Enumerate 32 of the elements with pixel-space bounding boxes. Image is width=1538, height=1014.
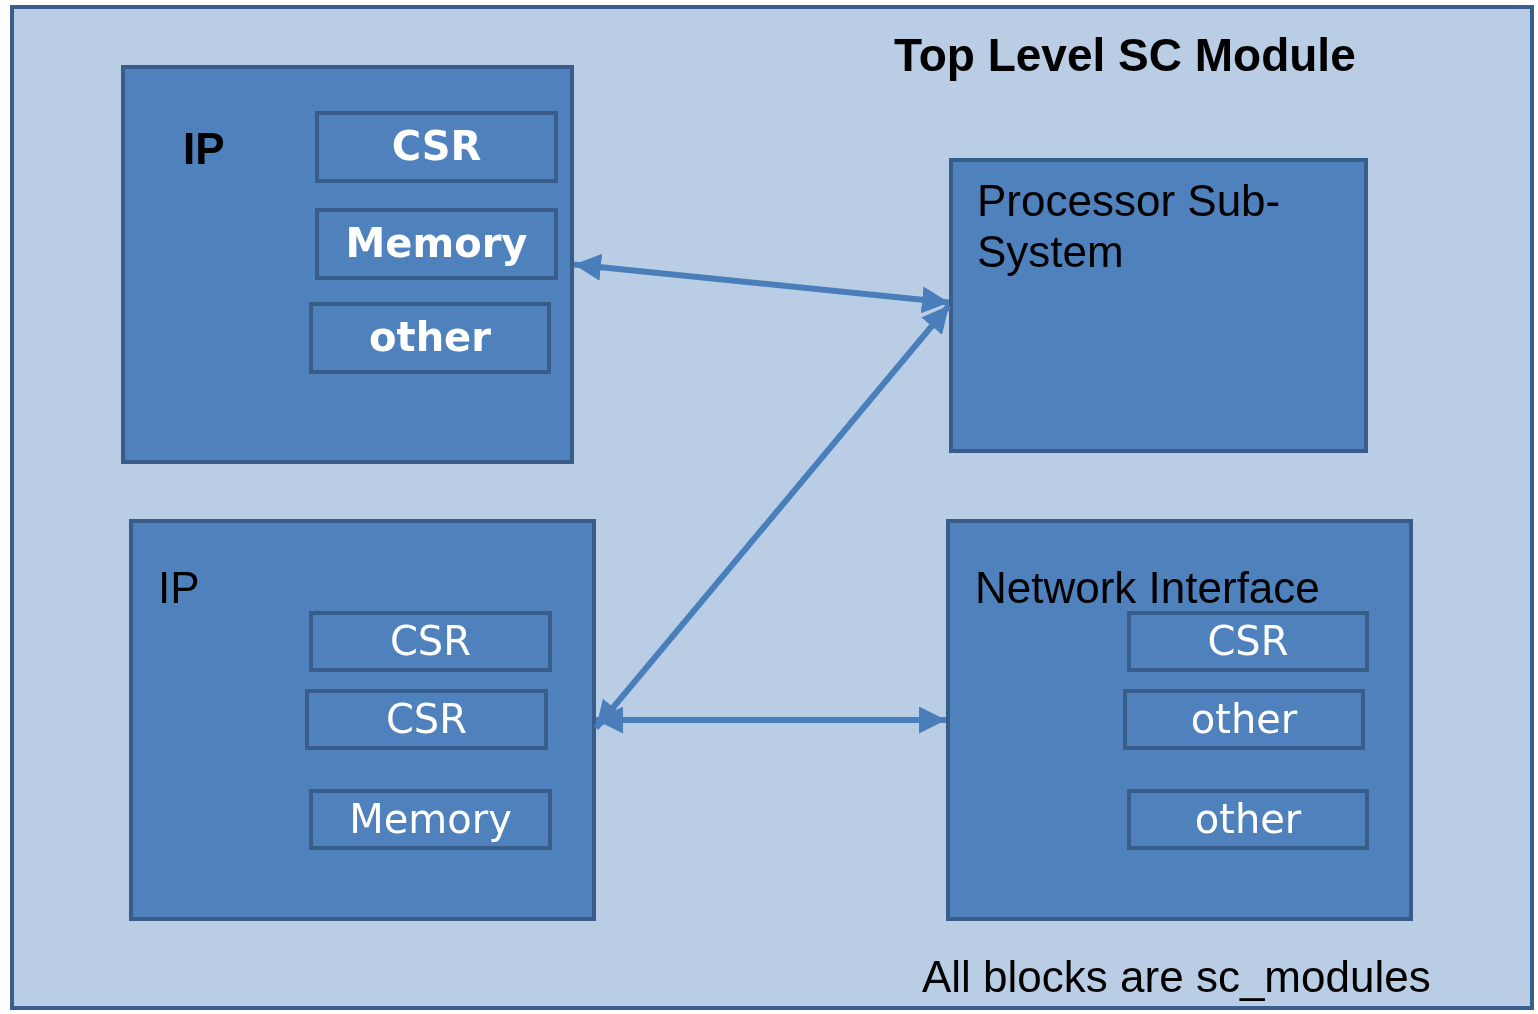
double-arrow [573, 253, 950, 314]
module-label: Network Interface [975, 563, 1320, 614]
module-box [946, 519, 1413, 921]
submodule-label: Memory [348, 795, 513, 842]
submodule-label: other [1193, 795, 1303, 842]
submodule-label: other [1189, 695, 1299, 742]
module-box [949, 158, 1368, 453]
module-box [305, 689, 548, 750]
module-box [1123, 689, 1365, 750]
submodule-label: other [368, 314, 492, 360]
double-arrow [593, 303, 952, 730]
module-box [315, 111, 558, 183]
module-label: IP [158, 563, 200, 614]
double-arrow [596, 706, 946, 734]
module-box [315, 208, 558, 280]
note: All blocks are sc_modules [922, 952, 1431, 1003]
module-box [309, 789, 552, 850]
submodule-label: CSR [1206, 617, 1290, 664]
module-label: Processor Sub-System [977, 176, 1282, 278]
module-box [121, 65, 574, 464]
module-label: IP [183, 124, 225, 175]
submodule-label: CSR [388, 617, 473, 664]
module-box [309, 611, 552, 672]
module-box [129, 519, 596, 921]
submodule-label: CSR [384, 695, 469, 742]
module-box [1127, 611, 1369, 672]
module-box [1127, 789, 1369, 850]
module-title: Top Level SC Module [894, 29, 1356, 82]
module-box [309, 302, 551, 374]
submodule-label: Memory [344, 220, 529, 266]
submodule-label: CSR [390, 123, 483, 169]
module-frame [10, 5, 1534, 1010]
